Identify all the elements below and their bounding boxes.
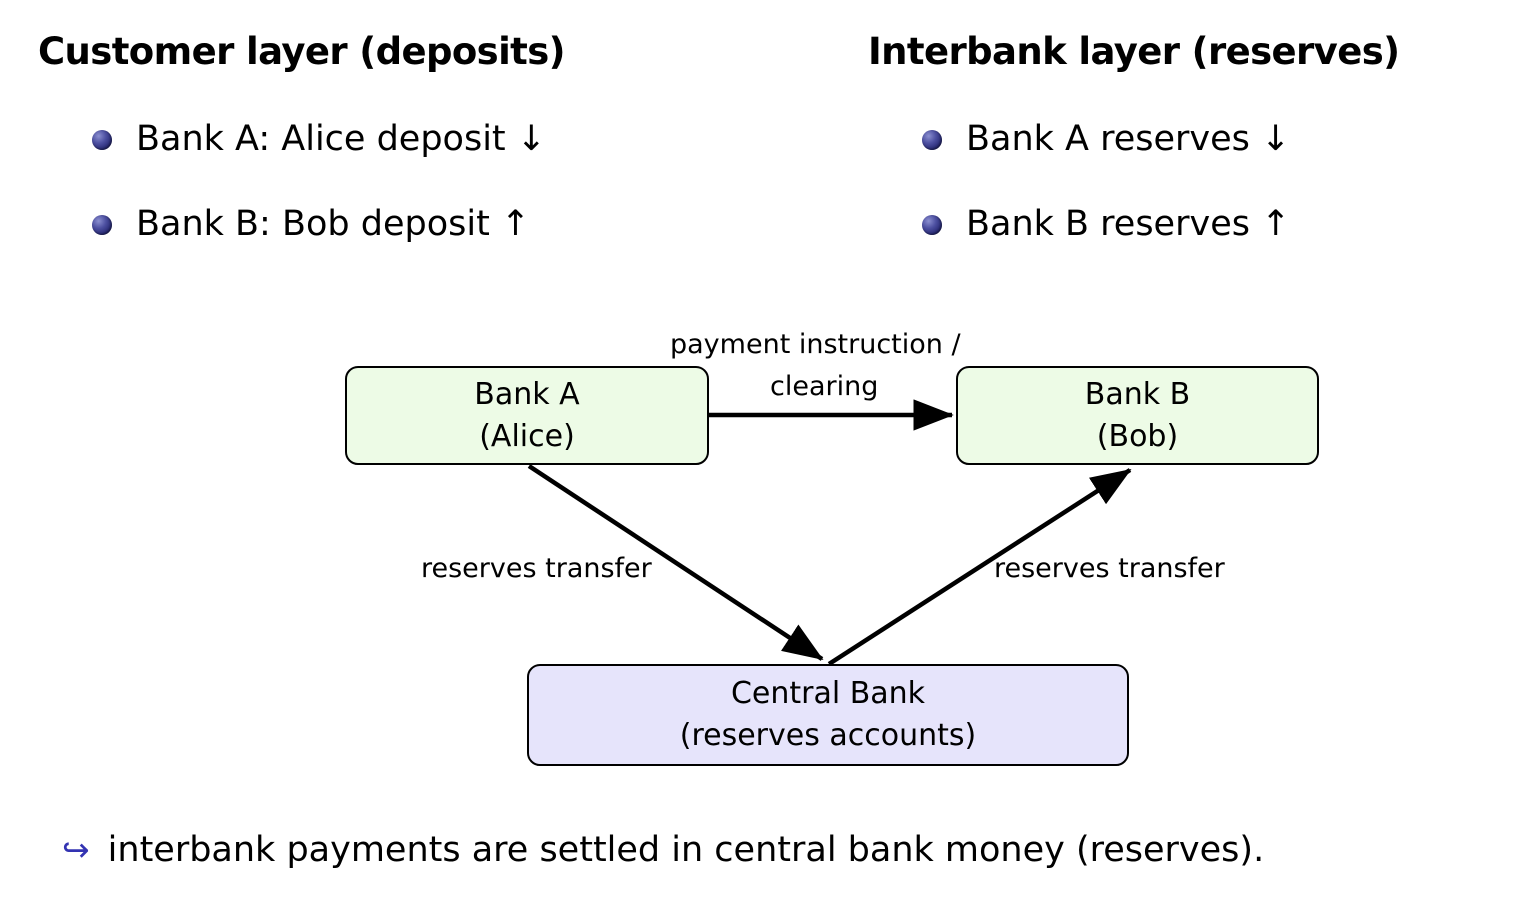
- interbank-layer-heading: Interbank layer (reserves): [868, 30, 1400, 73]
- interbank-layer-bullet-list: Bank A reserves ↓ Bank B reserves ↑: [922, 112, 1290, 282]
- customer-layer-heading: Customer layer (deposits): [38, 30, 566, 73]
- hook-arrow-icon: ↪: [62, 830, 90, 869]
- sphere-bullet-icon: [922, 215, 942, 235]
- list-item: Bank B reserves ↑: [922, 197, 1290, 282]
- edge-label-reserves-transfer-left: reserves transfer: [421, 553, 652, 584]
- footer-conclusion: ↪ interbank payments are settled in centr…: [62, 823, 1264, 877]
- list-item-label: Bank A: Alice deposit ↓: [136, 119, 547, 159]
- node-subtitle: (reserves accounts): [679, 718, 977, 753]
- list-item: Bank B: Bob deposit ↑: [92, 197, 546, 282]
- node-subtitle: (Alice): [479, 418, 575, 454]
- sphere-bullet-icon: [922, 130, 942, 150]
- sphere-bullet-icon: [92, 215, 112, 235]
- list-item-label: Bank B: Bob deposit ↑: [136, 204, 531, 244]
- node-subtitle: (Bob): [1096, 418, 1179, 454]
- footer-text: interbank payments are settled in centra…: [107, 830, 1265, 870]
- node-title: Bank A: [474, 376, 580, 412]
- edge-bank-a-to-central-bank: [527, 464, 824, 661]
- diagram-node-central-bank[interactable]: Central Bank (reserves accounts): [527, 664, 1129, 766]
- list-item-label: Bank A reserves ↓: [966, 119, 1291, 159]
- node-title: Central Bank: [730, 676, 926, 711]
- edge-label-reserves-transfer-right: reserves transfer: [994, 553, 1225, 584]
- node-title: Bank B: [1084, 376, 1191, 412]
- diagram-node-bank-b[interactable]: Bank B (Bob): [956, 366, 1319, 465]
- edge-label-clearing: clearing: [770, 371, 879, 402]
- customer-layer-bullet-list: Bank A: Alice deposit ↓ Bank B: Bob depo…: [92, 112, 546, 282]
- list-item-label: Bank B reserves ↑: [966, 204, 1291, 244]
- edge-label-payment-instruction: payment instruction /: [670, 329, 961, 360]
- sphere-bullet-icon: [92, 130, 112, 150]
- diagram-node-bank-a[interactable]: Bank A (Alice): [345, 366, 709, 465]
- list-item: Bank A: Alice deposit ↓: [92, 112, 546, 197]
- list-item: Bank A reserves ↓: [922, 112, 1290, 197]
- edge-central-bank-to-bank-b: [827, 468, 1132, 666]
